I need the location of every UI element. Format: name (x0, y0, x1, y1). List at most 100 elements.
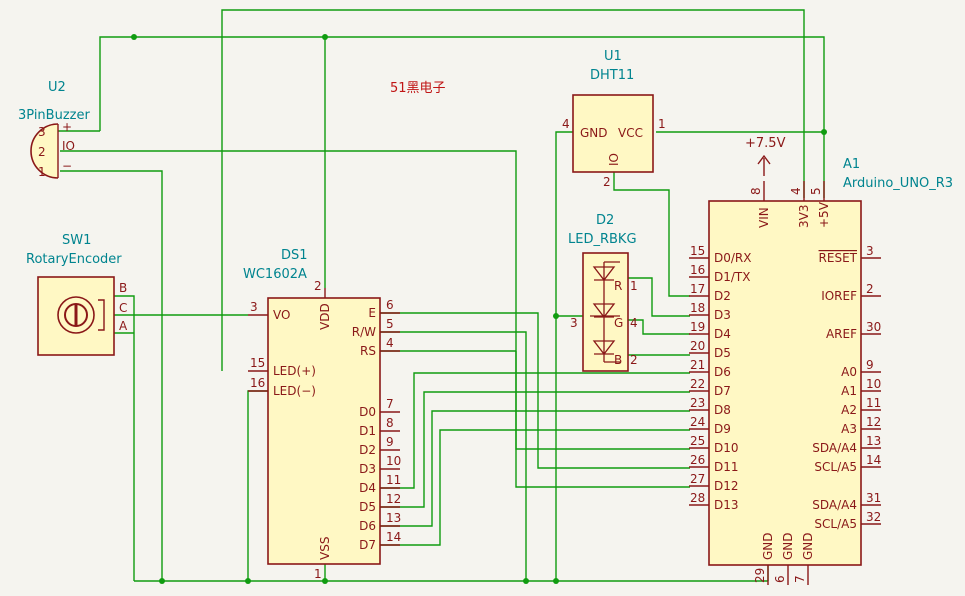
d2-letter-b: B (614, 353, 622, 367)
u1-io: IO (607, 153, 621, 166)
buzzer-body (30, 123, 59, 179)
a1-pin-num: 5 (809, 187, 823, 195)
ds1-pin-name: D1 (359, 424, 376, 438)
a1-pin-name: D9 (714, 422, 731, 436)
a1-pin-num: 27 (690, 472, 705, 486)
a1-pin-name: +5V (817, 201, 831, 228)
a1-pin-num: 2 (866, 282, 874, 296)
ds1-pin-name: D6 (359, 519, 376, 533)
ds1-pin-num: 4 (386, 336, 394, 350)
a1-pin-num: 7 (793, 575, 807, 583)
a1-pin-num: 18 (690, 301, 705, 315)
u1-vcc: VCC (618, 126, 643, 140)
ds1-pin-num: 7 (386, 397, 394, 411)
a1-ref: A1 (843, 157, 860, 172)
lcd-ds1[interactable]: DS1 WC1602A 2 VDD 1 VSS 3VO15LED(+)16LED… (243, 248, 401, 581)
ds1-pin-top: 2 (314, 279, 322, 293)
a1-pin-name: D1/TX (714, 270, 750, 284)
a1-pin-name: A1 (841, 384, 857, 398)
a1-pin-name: A0 (841, 365, 857, 379)
a1-pin-num: 25 (690, 434, 705, 448)
sw1-pin-a: A (119, 319, 128, 333)
ds1-pin-name: E (368, 306, 376, 320)
a1-pin-name: D11 (714, 460, 739, 474)
a1-pin-num: 30 (866, 320, 881, 334)
a1-pin-num: 17 (690, 282, 705, 296)
a1-pin-num: 11 (866, 396, 881, 410)
a1-pin-num: 3 (866, 244, 874, 258)
a1-pin-num: 20 (690, 339, 705, 353)
dht11-u1[interactable]: U1 DHT11 4 GND 1 VCC 2 IO (562, 49, 666, 189)
a1-pin-name: D2 (714, 289, 731, 303)
rgb-led-d2[interactable]: D2 LED_RBKG 1 3 4 2 R G B (568, 213, 638, 372)
u1-value: DHT11 (590, 68, 634, 83)
sw1-pin-b: B (119, 281, 127, 295)
a1-pin-name: SCL/A5 (814, 517, 857, 531)
d2-pin-3: 3 (570, 316, 578, 330)
wire-led-minus (247, 390, 270, 581)
u1-gnd: GND (580, 126, 608, 140)
ds1-pin-name: D4 (359, 481, 376, 495)
u2-pin-label-io: IO (62, 139, 75, 153)
junction-dot (322, 34, 328, 40)
d2-pin-2: 2 (630, 353, 638, 367)
a1-pin-name: A3 (841, 422, 857, 436)
wire-vcc-bus (56, 36, 825, 198)
a1-pin-num: 26 (690, 453, 705, 467)
a1-pin-num: 9 (866, 358, 874, 372)
wire-led-r (628, 277, 690, 317)
junctions (131, 34, 827, 584)
a1-value: Arduino_UNO_R3 (843, 176, 953, 191)
u2-pin-label-plus: + (62, 120, 72, 134)
wire-dht-gnd (555, 131, 573, 581)
a1-pin-name: D8 (714, 403, 731, 417)
rotary-encoder-sw1[interactable]: SW1 RotaryEncoder B C A (26, 233, 128, 356)
ds1-pin-name: D7 (359, 538, 376, 552)
junction-dot (523, 578, 529, 584)
ds1-vss: VSS (318, 537, 332, 560)
ds1-pin-name: LED(−) (273, 384, 316, 398)
a1-pin-num: 15 (690, 244, 705, 258)
a1-pin-num: 24 (690, 415, 705, 429)
a1-pin-num: 10 (866, 377, 881, 391)
ds1-pin-name: LED(+) (273, 364, 316, 378)
buzzer-u2[interactable]: U2 3PinBuzzer 3 2 1 + IO − (18, 80, 90, 179)
ds1-pin-num: 11 (386, 473, 401, 487)
a1-pin-num: 29 (753, 568, 767, 583)
a1-pin-name: A2 (841, 403, 857, 417)
junction-dot (553, 313, 559, 319)
wire-buzzer-io (60, 150, 690, 488)
d2-value: LED_RBKG (568, 232, 637, 247)
u1-ref: U1 (604, 49, 622, 64)
a1-pin-name: D13 (714, 498, 739, 512)
a1-pin-num: 4 (789, 187, 803, 195)
led-diode-icons (590, 261, 620, 363)
ds1-pin-num: 8 (386, 416, 394, 430)
d2-ref: D2 (596, 213, 614, 228)
a1-pin-name: D3 (714, 308, 731, 322)
a1-pin-name: GND (801, 532, 815, 560)
a1-pin-name: IOREF (821, 289, 857, 303)
a1-pin-name: GND (761, 532, 775, 560)
wire-lcd-d6 (380, 410, 690, 527)
ds1-pin-name: R/W (352, 325, 376, 339)
wire-lcd-rw (380, 331, 527, 581)
ds1-pin-num: 12 (386, 492, 401, 506)
a1-pin-name: D12 (714, 479, 739, 493)
d2-pin-4: 4 (630, 316, 638, 330)
ds1-pin-num: 14 (386, 530, 401, 544)
junction-dot (322, 578, 328, 584)
ds1-pin-bottom: 1 (314, 567, 322, 581)
u2-pin-3: 3 (38, 125, 46, 139)
lcd-body (267, 297, 381, 565)
a1-power-label: +7.5V (745, 136, 786, 151)
junction-dot (131, 34, 137, 40)
a1-pin-num: 8 (749, 187, 763, 195)
power-arrow-icon (757, 154, 771, 176)
